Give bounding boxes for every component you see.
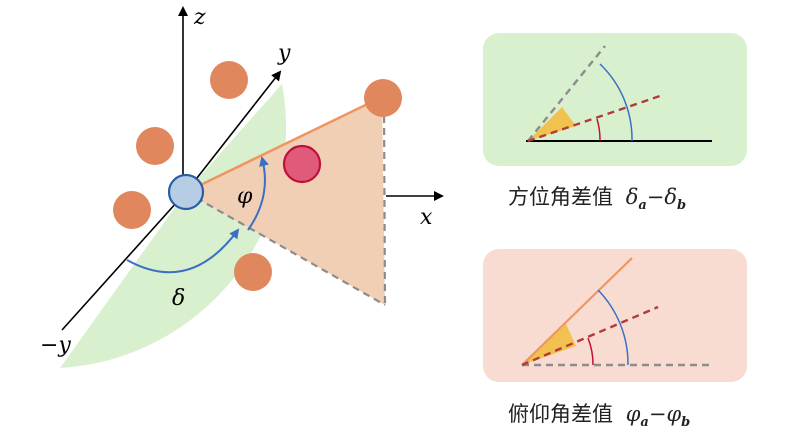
phi-arc xyxy=(247,156,269,231)
x-axis-label: x xyxy=(420,205,433,230)
azimuth-red-arc xyxy=(596,118,601,142)
z-axis-label: z xyxy=(193,5,206,30)
elevation-panel xyxy=(483,249,747,382)
azimuth-caption: 方位角差值 δa−δb xyxy=(508,185,686,213)
elevation-caption-cn: 俯仰角差值 xyxy=(508,402,613,426)
phi-label: φ xyxy=(237,184,253,209)
y-axis xyxy=(185,70,282,193)
azimuth-panel-bg xyxy=(483,33,747,166)
elevation-salmon-line xyxy=(521,257,633,366)
delta-label: δ xyxy=(172,286,185,311)
azimuth-blue-arc xyxy=(599,63,633,142)
neg-y-axis-label: −y xyxy=(40,333,71,358)
y-axis-label: y xyxy=(277,41,291,66)
elevation-panel-bg xyxy=(483,249,747,382)
azimuth-sub-a: a xyxy=(638,198,646,213)
elevation-sym-a: φ xyxy=(626,402,641,426)
azimuth-yellow-wedge xyxy=(528,107,576,141)
azimuth-sym-b: δ xyxy=(664,185,677,209)
elevation-blue-arc xyxy=(597,289,629,366)
azimuth-caption-cn: 方位角差值 xyxy=(508,185,613,209)
elevation-sym-b: φ xyxy=(666,402,681,426)
elevation-sub-b: b xyxy=(681,415,690,430)
neg-y-axis xyxy=(61,191,187,331)
triangle-vertical-edge xyxy=(382,103,387,306)
triangle-top-edge xyxy=(185,95,383,194)
elevation-red-dash xyxy=(521,305,659,367)
azimuth-sub-b: b xyxy=(677,198,686,213)
elevation-yellow-wedge xyxy=(522,324,576,365)
orange-dot-3 xyxy=(113,191,151,229)
orange-dot-top-right xyxy=(364,79,402,117)
orange-triangle xyxy=(186,97,385,305)
delta-arc xyxy=(126,228,240,274)
green-sector xyxy=(60,84,287,368)
target-red-dot xyxy=(282,144,322,184)
elevation-sub-a: a xyxy=(640,415,648,430)
azimuth-panel xyxy=(483,33,747,166)
azimuth-dash: − xyxy=(647,185,665,209)
azimuth-grey-dash xyxy=(527,45,606,142)
elevation-red-arc xyxy=(587,337,594,366)
orange-dot-4 xyxy=(234,253,272,291)
triangle-bottom-edge xyxy=(185,191,386,306)
origin-blue-dot xyxy=(167,173,205,211)
orange-dot-2 xyxy=(136,127,174,165)
elevation-dash: − xyxy=(649,402,667,426)
orange-dot-1 xyxy=(210,61,248,99)
azimuth-sym-a: δ xyxy=(626,185,639,209)
elevation-caption: 俯仰角差值 φa−φb xyxy=(508,402,690,430)
